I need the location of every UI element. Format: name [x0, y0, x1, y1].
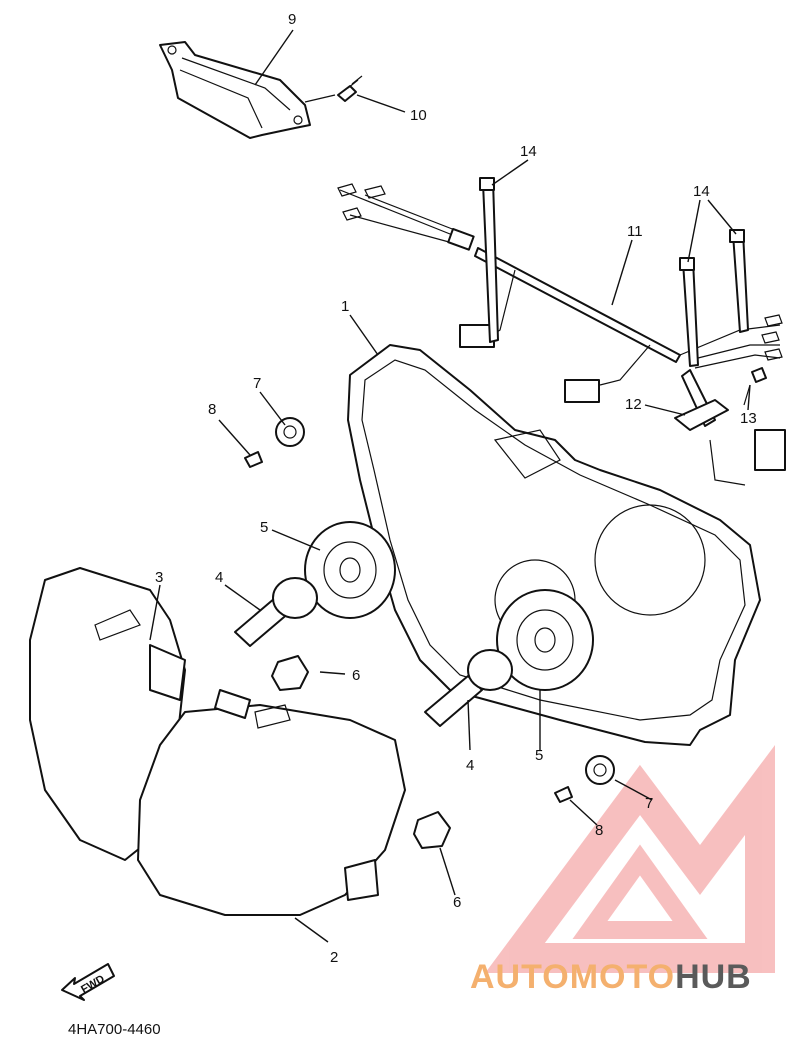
watermark-text-part1: AUTOMOTO: [470, 958, 675, 996]
damper-parts: [271, 655, 451, 849]
callout-6b: 6: [453, 894, 461, 911]
callout-12: 12: [625, 396, 642, 413]
callout-14a: 14: [520, 143, 537, 160]
screw-part: [337, 75, 363, 102]
callout-8a: 8: [208, 401, 216, 418]
position-lamp-part: [159, 41, 311, 139]
callout-11: 11: [627, 223, 643, 240]
callout-14b: 14: [693, 183, 710, 200]
forward-direction-arrow: FWD: [61, 963, 115, 1001]
leader-lines: [149, 29, 751, 943]
headlight-housing-part: [347, 344, 761, 746]
watermark-text-part2: HUB: [675, 958, 752, 996]
callout-7b: 7: [645, 795, 653, 812]
callout-13: 13: [740, 410, 757, 427]
watermark-text: AUTOMOTOHUB: [470, 958, 752, 996]
bracket-and-bolt-parts: [674, 367, 767, 431]
callout-9: 9: [288, 11, 296, 28]
callout-4a: 4: [215, 569, 223, 586]
callout-3: 3: [155, 569, 163, 586]
callout-5b: 5: [535, 747, 543, 764]
callout-10: 10: [410, 107, 427, 124]
fwd-label: FWD: [79, 973, 107, 996]
callout-labels: 1 2 3 4 4 5 5 6 6 7 7 8 8 9 10 11 12 13 …: [155, 11, 757, 966]
callout-2: 2: [330, 949, 338, 966]
callout-7a: 7: [253, 375, 261, 392]
callout-1: 1: [341, 298, 349, 315]
callout-8b: 8: [595, 822, 603, 839]
grommet-and-screw-parts: [244, 417, 615, 803]
watermark-logo: [485, 745, 775, 973]
callout-6a: 6: [352, 667, 360, 684]
callout-4b: 4: [466, 757, 474, 774]
callout-5a: 5: [260, 519, 268, 536]
headlight-bulb-parts: [234, 577, 513, 727]
right-headlight-lens-part: [137, 689, 406, 916]
bulb-socket-parts: [304, 521, 594, 691]
drawing-code: 4HA700-4460: [68, 1021, 161, 1038]
